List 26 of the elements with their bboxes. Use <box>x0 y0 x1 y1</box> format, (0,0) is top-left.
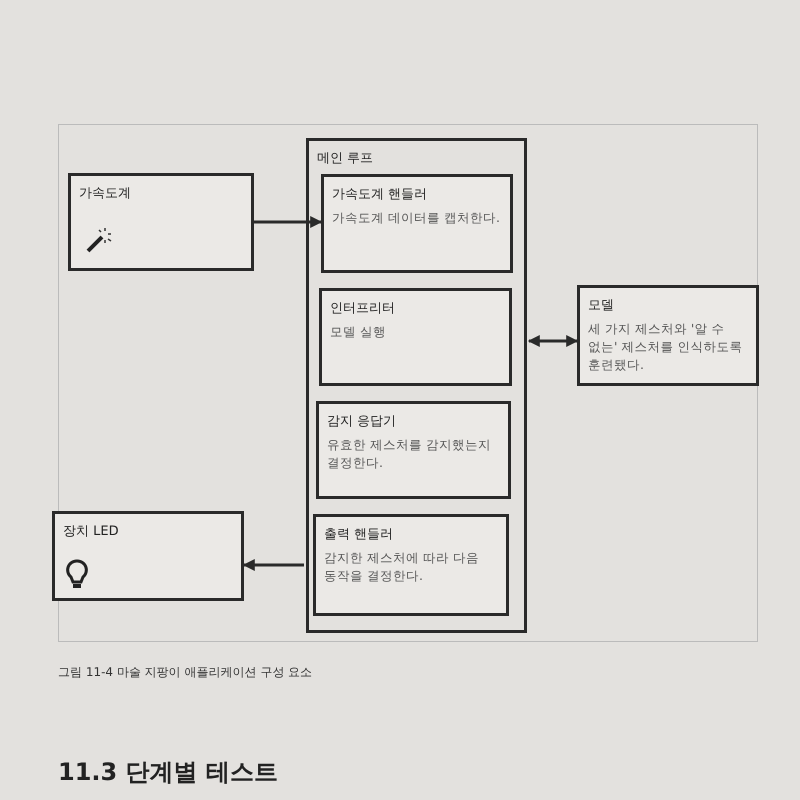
container-box <box>306 138 527 633</box>
box-description: 유효한 제스처를 감지했는지 결정한다. <box>327 436 492 472</box>
figure-caption: 그림 11-4 마술 지팡이 애플리케이션 구성 요소 <box>58 664 312 681</box>
box-title: 가속도계 <box>79 185 131 202</box>
box-title: 모델 <box>588 297 614 314</box>
box-description: 가속도계 데이터를 캡처한다. <box>332 209 501 227</box>
box-description: 세 가지 제스처와 '알 수 없는' 제스처를 인식하도록 훈련됐다. <box>588 320 744 374</box>
component-box <box>319 288 512 386</box>
box-title: 가속도계 핸들러 <box>332 186 428 203</box>
arrow <box>242 559 304 571</box>
component-box <box>316 401 511 499</box>
box-description: 감지한 제스처에 따라 다음 동작을 결정한다. <box>324 549 480 586</box>
box-title: 메인 루프 <box>317 150 374 167</box>
arrow <box>254 216 322 228</box>
component-box <box>68 173 254 271</box>
box-title: 출력 핸들러 <box>324 526 394 543</box>
component-box <box>52 511 244 601</box>
arrow <box>528 335 578 347</box>
component-box <box>313 514 509 616</box>
box-title: 장치 LED <box>63 523 119 540</box>
component-box <box>577 285 759 386</box>
box-title: 감지 응답기 <box>327 413 396 430</box>
section-heading: 11.3 단계별 테스트 <box>58 758 278 787</box>
box-title: 인터프리터 <box>330 300 395 317</box>
component-box <box>321 174 513 273</box>
box-description: 모델 실행 <box>330 323 387 341</box>
